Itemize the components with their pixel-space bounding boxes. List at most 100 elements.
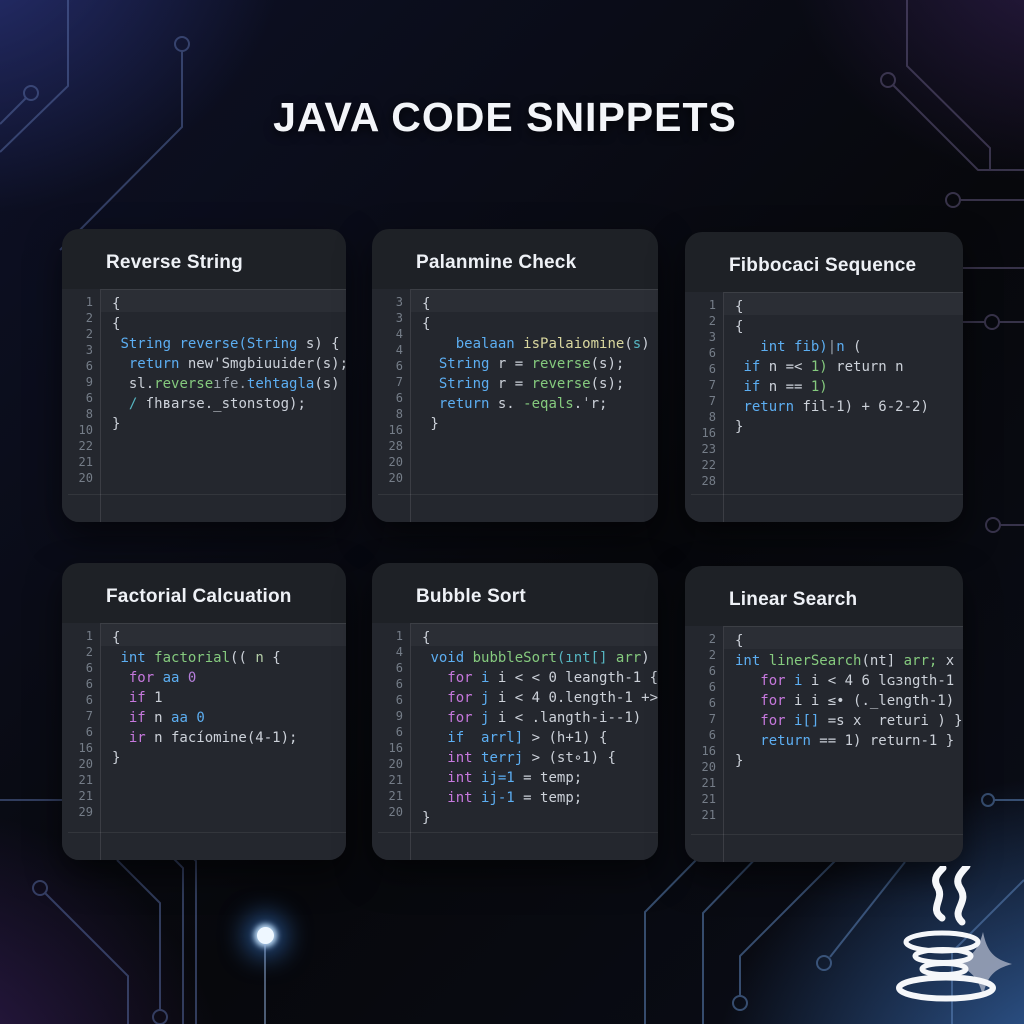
code-line: } <box>422 414 654 434</box>
code-line: for i[] =s x returi ) } <box>735 711 962 731</box>
code-token: int <box>447 750 473 766</box>
line-number: 21 <box>78 773 93 787</box>
code-token: ( <box>624 336 633 352</box>
card-title: Linear Search <box>729 589 858 610</box>
code-line: sl.reverseıfe.tehtagla(s) ; <box>112 374 342 394</box>
code-token: for <box>760 713 786 729</box>
line-number: 2 <box>708 632 716 646</box>
code-line: if n aa 0 <box>112 708 342 728</box>
code-token <box>112 396 129 412</box>
line-number: 20 <box>388 455 403 469</box>
code-token: ij=1 <box>472 770 515 786</box>
line-number: 16 <box>701 744 716 758</box>
code-token: n <box>255 650 264 666</box>
line-number: 29 <box>78 805 93 819</box>
code-token: aa <box>162 670 180 686</box>
code-token: { <box>422 316 431 332</box>
code-line: for i i ≤• (._length-1) <box>735 691 959 711</box>
code-token: n == <box>760 379 811 395</box>
line-number: 6 <box>395 391 403 405</box>
code-token <box>112 730 129 746</box>
code-line: { <box>735 317 959 337</box>
code-token: reverse <box>531 376 591 392</box>
code-token <box>735 673 760 689</box>
line-number: 6 <box>395 359 403 373</box>
line-number: 6 <box>708 346 716 360</box>
line-number: 16 <box>388 741 403 755</box>
line-number: 21 <box>701 808 716 822</box>
code-token: for <box>128 670 155 686</box>
code-token: for <box>760 673 786 689</box>
line-number: 2 <box>708 314 716 328</box>
code-token: i < 4 0.length-1 +>) <box>489 690 658 706</box>
java-logo-icon <box>896 866 1012 1002</box>
line-number: 20 <box>388 471 403 485</box>
code-token: { <box>112 296 121 312</box>
code-line: if n =< 1) return n <box>735 357 959 377</box>
line-number: 22 <box>701 458 716 472</box>
code-line: for aa 0 <box>112 668 342 688</box>
line-number: 4 <box>395 645 403 659</box>
code-token: 0 <box>187 670 197 686</box>
code-line: return s. -eqals.ˈr; <box>422 394 654 414</box>
code-token: fib) <box>785 339 828 355</box>
code-token: ir <box>128 730 146 746</box>
code-area: {{ bealaan isPalaiomine(s) { String r = … <box>410 289 658 522</box>
code-line: } <box>735 751 959 771</box>
card-title: Fibbocaci Sequence <box>729 255 917 276</box>
code-token: 1) <box>810 359 828 375</box>
code-token: { <box>263 650 281 666</box>
code-line: { <box>112 628 342 648</box>
code-token: String <box>438 376 490 392</box>
code-token: (( <box>230 650 256 666</box>
line-number: 7 <box>85 709 93 723</box>
code-token: if <box>743 359 761 375</box>
code-token: i[] <box>785 713 820 729</box>
code-token <box>422 376 439 392</box>
code-line: / ſhʙarse._stonstog); <box>112 394 342 414</box>
code-token: (s); <box>590 356 625 372</box>
code-token <box>112 356 129 372</box>
code-token: int <box>735 653 761 669</box>
line-number: 3 <box>85 343 93 357</box>
line-number: 4 <box>395 327 403 341</box>
line-number: 9 <box>395 709 403 723</box>
code-token: n <box>836 339 845 355</box>
code-token <box>179 670 187 686</box>
code-token: i < < 0 leangth-1 { <box>489 670 658 686</box>
code-line: ir n facíomine(4-1); <box>112 728 342 748</box>
code-line: { <box>735 297 959 317</box>
code-token: (nt] <box>861 653 904 669</box>
code-token: ıfe. <box>213 376 247 392</box>
code-token: (ınt[] <box>556 650 616 666</box>
code-token: i < .langth-i--1) <box>489 710 642 726</box>
code-token <box>112 710 129 726</box>
code-line: return fil-1) + 6-2-2) <box>735 397 959 417</box>
line-number: 21 <box>701 776 716 790</box>
code-token: } <box>735 753 744 769</box>
line-number: 8 <box>708 410 716 424</box>
code-line: } <box>735 417 959 437</box>
line-number: 6 <box>85 359 93 373</box>
code-token: tehtagla <box>246 376 315 392</box>
line-number: 6 <box>708 696 716 710</box>
code-token: String <box>120 336 172 352</box>
code-token: for <box>447 710 473 726</box>
code-token: { <box>735 299 744 315</box>
line-number: 21 <box>701 792 716 806</box>
code-token: i < 4 6 lɢɜngth-1 { <box>802 673 963 689</box>
code-token <box>422 690 447 706</box>
java-cup <box>896 866 996 1002</box>
line-number: 6 <box>708 362 716 376</box>
code-line: int ij=1 = temp; <box>422 768 654 788</box>
code-token: i <box>472 670 490 686</box>
line-number: 6 <box>395 693 403 707</box>
code-line: { <box>422 314 654 334</box>
code-token: new'Smgbiuuider(s); <box>179 356 346 372</box>
